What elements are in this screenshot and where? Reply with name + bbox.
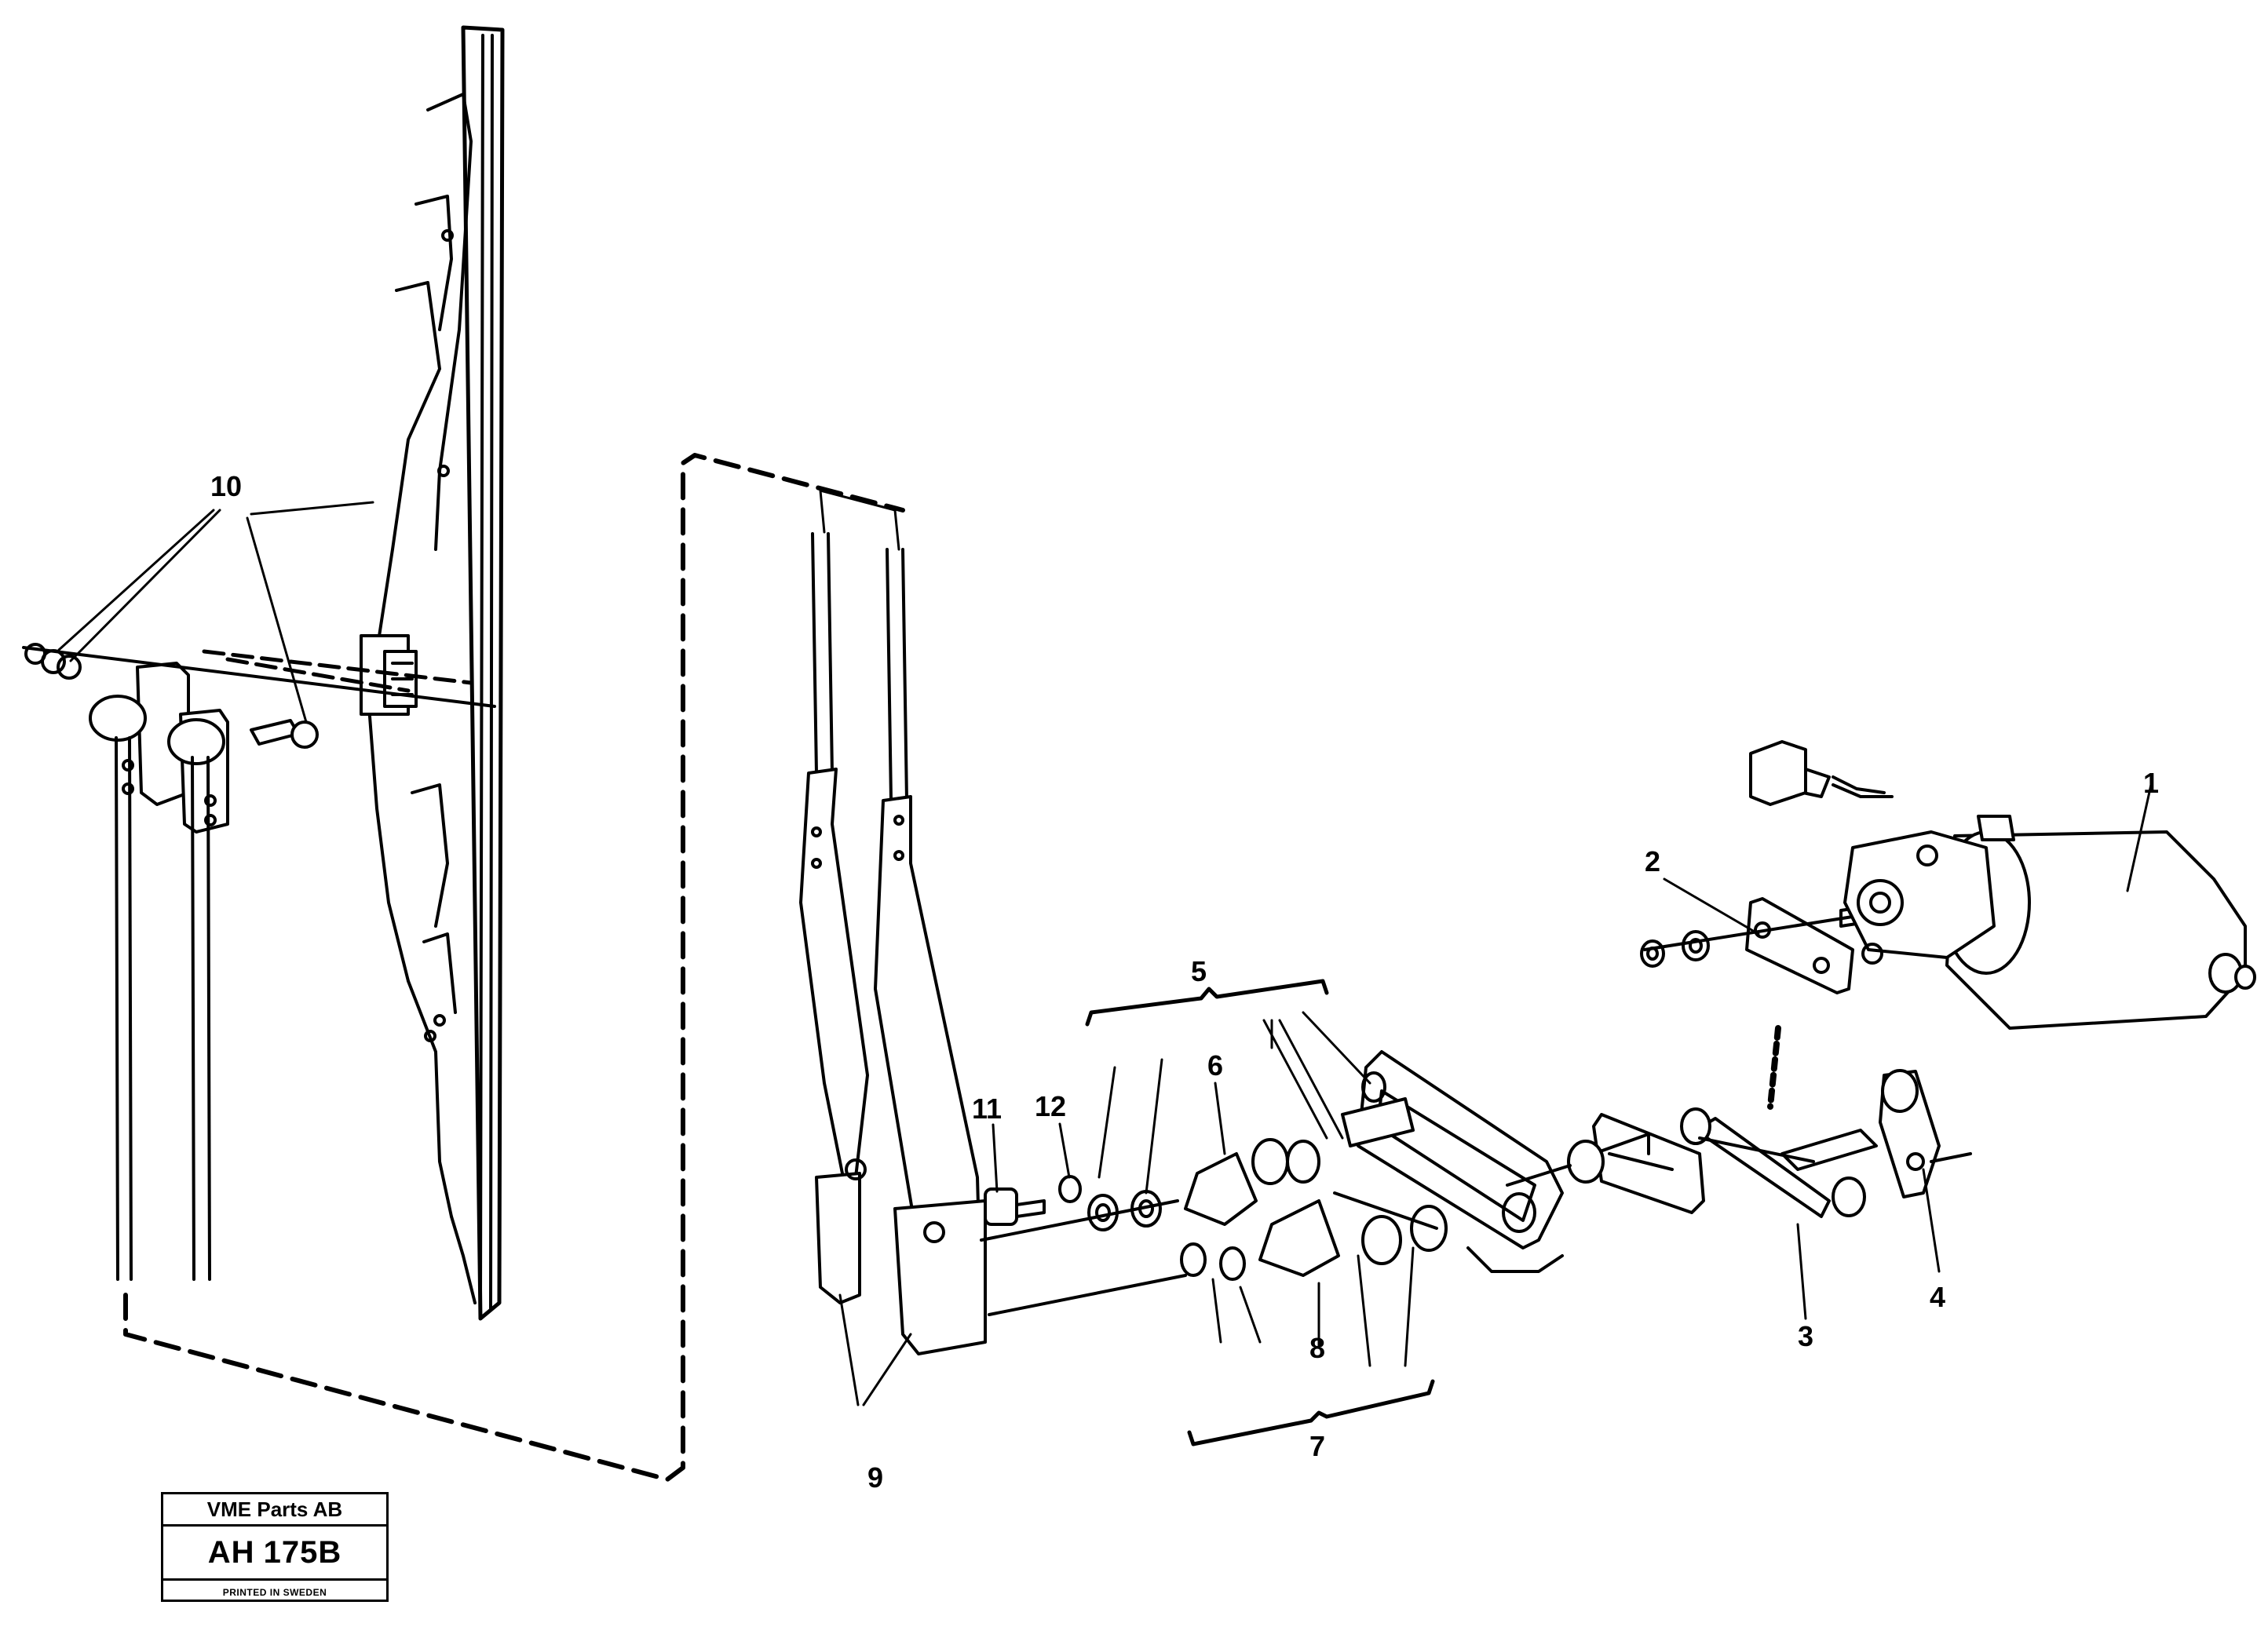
callout-11: 11	[972, 1093, 1002, 1125]
wiper-blade	[360, 25, 505, 1321]
stamp-code: AH 175B	[163, 1527, 386, 1581]
drive-link	[1333, 1191, 1438, 1230]
stamp-company: VME Parts AB	[163, 1494, 386, 1527]
callout-12: 12	[1035, 1090, 1066, 1122]
left-arm-assembly	[22, 643, 496, 1281]
callout-7: 7	[1309, 1430, 1325, 1462]
brace-5	[1085, 979, 1329, 1027]
dashed-group-outline	[123, 453, 905, 1482]
nut-bolt-washers	[980, 1138, 1448, 1316]
callout-5: 5	[1191, 955, 1207, 987]
callout-3: 3	[1798, 1320, 1813, 1352]
callout-6: 6	[1207, 1049, 1223, 1082]
callouts: 1 2 3 4 5 6 7 8 9 10 11 12	[210, 470, 2159, 1494]
brace-7	[1187, 1379, 1435, 1446]
crank-plate	[1341, 1050, 1564, 1249]
wiper-motor	[1749, 740, 2256, 1030]
callout-10: 10	[210, 470, 242, 502]
callout-2: 2	[1645, 845, 1660, 877]
stamp-code-prefix: AH	[207, 1535, 255, 1570]
callout-4: 4	[1930, 1281, 1945, 1313]
stamp-code-number: 175	[263, 1535, 319, 1570]
stamp-code-suffix: B	[318, 1535, 342, 1570]
callout-1: 1	[2143, 767, 2159, 799]
leader-lines	[57, 489, 2153, 1406]
spindle-bracket	[1567, 1113, 1705, 1214]
wiper-arms	[799, 532, 987, 1355]
parts-stamp: VME Parts AB AH 175B PRINTED IN SWEDEN	[161, 1492, 389, 1602]
stamp-printed: PRINTED IN SWEDEN	[222, 1587, 327, 1598]
callout-8: 8	[1309, 1332, 1325, 1364]
callout-9: 9	[867, 1461, 883, 1494]
